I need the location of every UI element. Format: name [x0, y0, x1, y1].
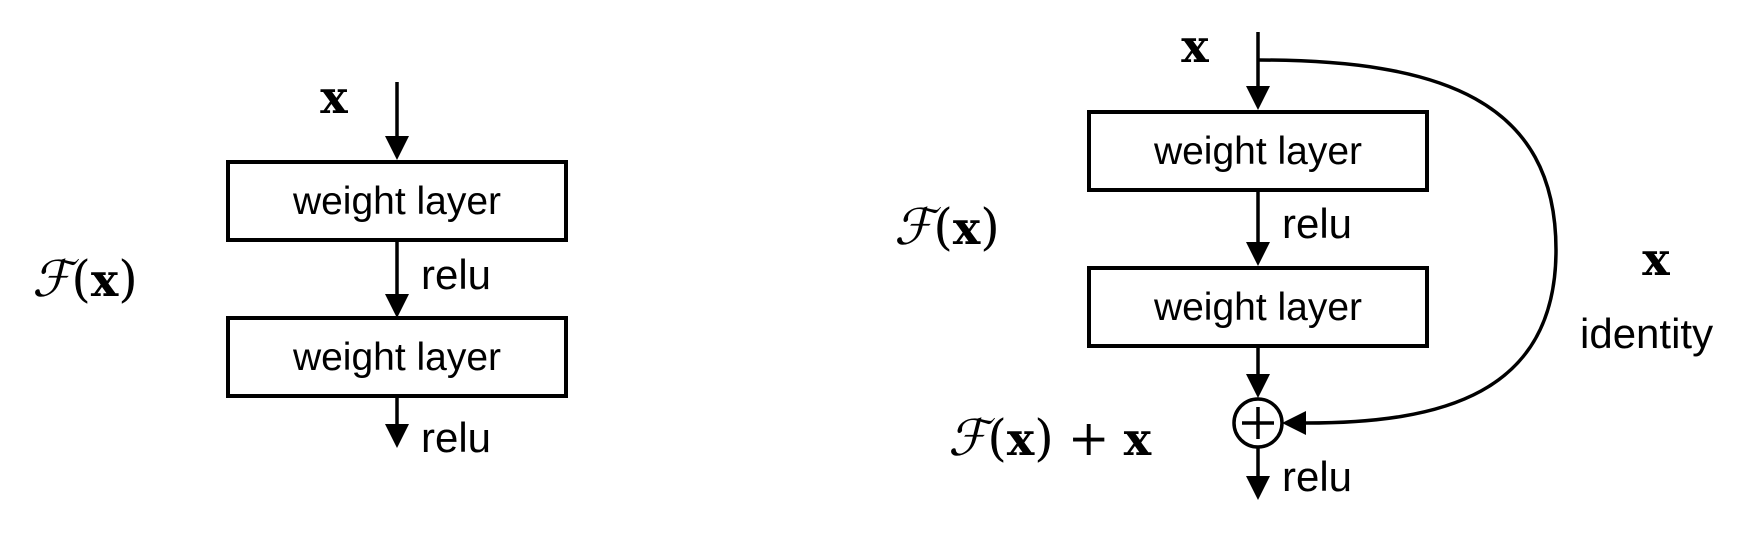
- residual-function-label: ℱ(x): [894, 198, 1000, 256]
- residual-weight-layer-1-label: weight layer: [1153, 130, 1362, 173]
- plain-input-label: x: [320, 70, 348, 124]
- plain-function-label: ℱ(x): [32, 250, 138, 308]
- residual-block: x weight layer relu weight layer relu x …: [894, 19, 1713, 500]
- identity-label: identity: [1580, 310, 1713, 357]
- plain-relu-1-label: relu: [421, 251, 491, 298]
- plain-output-arrowhead: [385, 424, 409, 448]
- residual-weight-layer-2-label: weight layer: [1153, 286, 1362, 329]
- residual-relu-2-label: relu: [1282, 453, 1352, 500]
- plain-input-arrowhead: [385, 136, 409, 160]
- shortcut-value-label: x: [1642, 232, 1670, 286]
- residual-mid-arrowhead: [1246, 242, 1270, 266]
- plain-weight-layer-2-label: weight layer: [292, 336, 501, 379]
- plain-mid-arrowhead: [385, 294, 409, 318]
- residual-pre-add-arrowhead: [1246, 374, 1270, 398]
- plain-weight-layer-1-label: weight layer: [292, 180, 501, 223]
- residual-weight-layer-2: [1087, 266, 1429, 348]
- plain-relu-2-label: relu: [421, 414, 491, 461]
- identity-shortcut-arrowhead: [1282, 411, 1306, 435]
- residual-input-arrowhead: [1246, 86, 1270, 110]
- residual-weight-layer-1: [1087, 110, 1429, 192]
- plain-block: x weight layer relu weight layer relu ℱ(…: [32, 70, 568, 461]
- residual-input-label: x: [1181, 19, 1209, 73]
- residual-output-arrowhead: [1246, 476, 1270, 500]
- residual-relu-1-label: relu: [1282, 200, 1352, 247]
- residual-sum-label: ℱ(x)+x: [948, 409, 1152, 467]
- plain-weight-layer-2: [226, 316, 568, 398]
- identity-shortcut-path: [1257, 58, 1558, 425]
